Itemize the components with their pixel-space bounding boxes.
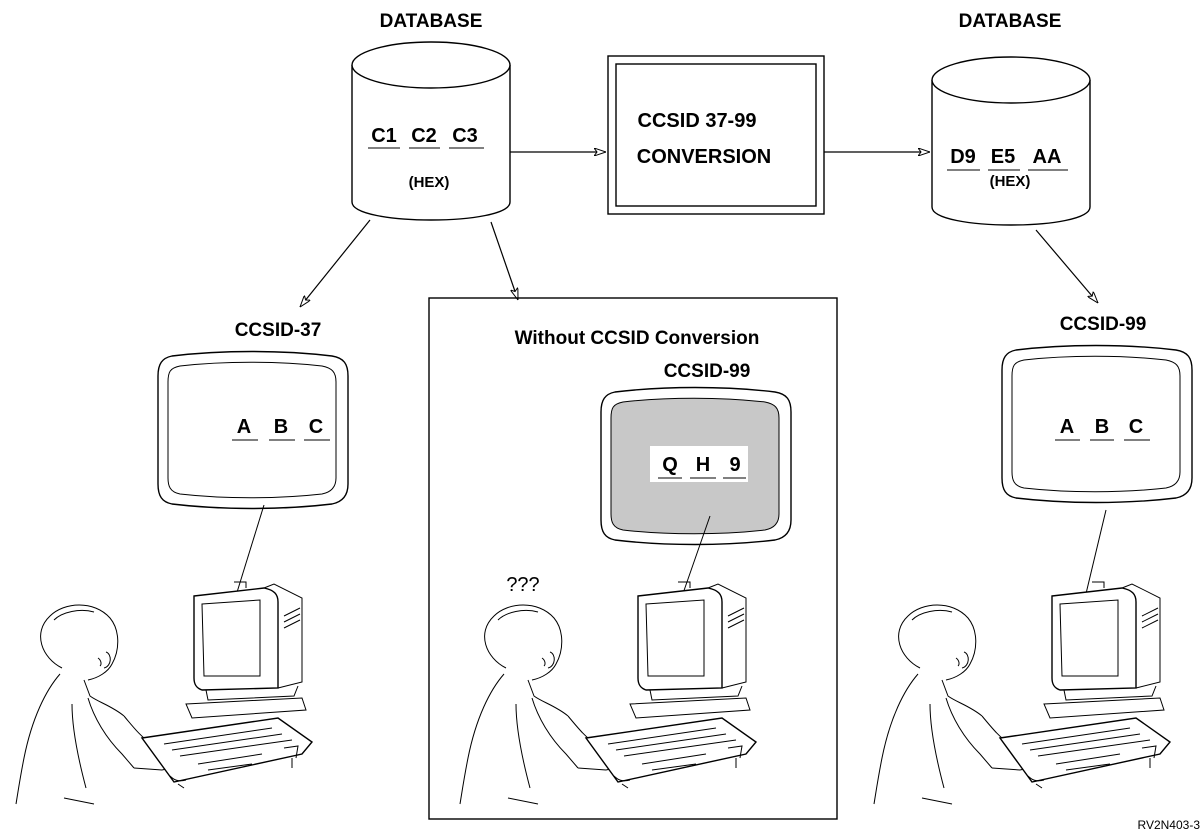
conversion-line-1: CCSID 37-99 [638, 110, 757, 132]
source-database-title: DATABASE [380, 11, 483, 32]
target-code-2: E5 [991, 146, 1015, 168]
source-code-2: C2 [411, 125, 437, 147]
target-database: DATABASE D9 E5 AA (HEX) [931, 11, 1091, 226]
right-station: CCSID-99 A B C [873, 314, 1193, 805]
arrow-to-middle-station [490, 221, 519, 300]
source-code-3: C3 [452, 125, 478, 147]
middle-screen-text-bg [650, 446, 748, 482]
middle-station: Without CCSID Conversion CCSID-99 Q H 9 … [428, 297, 838, 820]
right-workstation [873, 581, 1171, 805]
middle-workstation [459, 581, 757, 805]
left-workstation [15, 581, 313, 805]
arrow-to-right-station [1035, 229, 1098, 303]
right-screen-char-3: C [1129, 416, 1143, 438]
left-screen-char-3: C [309, 416, 323, 438]
target-hex-note: (HEX) [990, 173, 1031, 190]
target-database-title: DATABASE [959, 11, 1062, 32]
conversion-line-2: CONVERSION [637, 146, 771, 168]
middle-frame [428, 297, 838, 820]
middle-screen-char-1: Q [662, 454, 678, 476]
middle-station-label: CCSID-99 [664, 361, 751, 382]
middle-screen-char-2: H [696, 454, 710, 476]
conversion-box: CCSID 37-99 CONVERSION [607, 55, 825, 215]
source-code-1: C1 [371, 125, 397, 147]
right-screen-char-2: B [1095, 416, 1109, 438]
middle-screen-char-3: 9 [729, 454, 740, 476]
target-code-1: D9 [950, 146, 976, 168]
left-screen-char-2: B [274, 416, 288, 438]
right-screen-char-1: A [1060, 416, 1074, 438]
middle-heading: Without CCSID Conversion [515, 328, 760, 349]
right-station-label: CCSID-99 [1060, 314, 1147, 335]
left-station: CCSID-37 A B C [15, 320, 349, 805]
connectors [300, 152, 1098, 307]
arrow-to-left-station [300, 219, 371, 307]
confused-thought: ??? [506, 574, 539, 596]
target-code-3: AA [1033, 146, 1062, 168]
source-database: DATABASE C1 C2 C3 (HEX) [351, 11, 511, 221]
left-station-label: CCSID-37 [235, 320, 322, 341]
figure-id: RV2N403-3 [1138, 818, 1201, 832]
source-hex-note: (HEX) [409, 174, 450, 191]
left-screen-char-1: A [237, 416, 251, 438]
